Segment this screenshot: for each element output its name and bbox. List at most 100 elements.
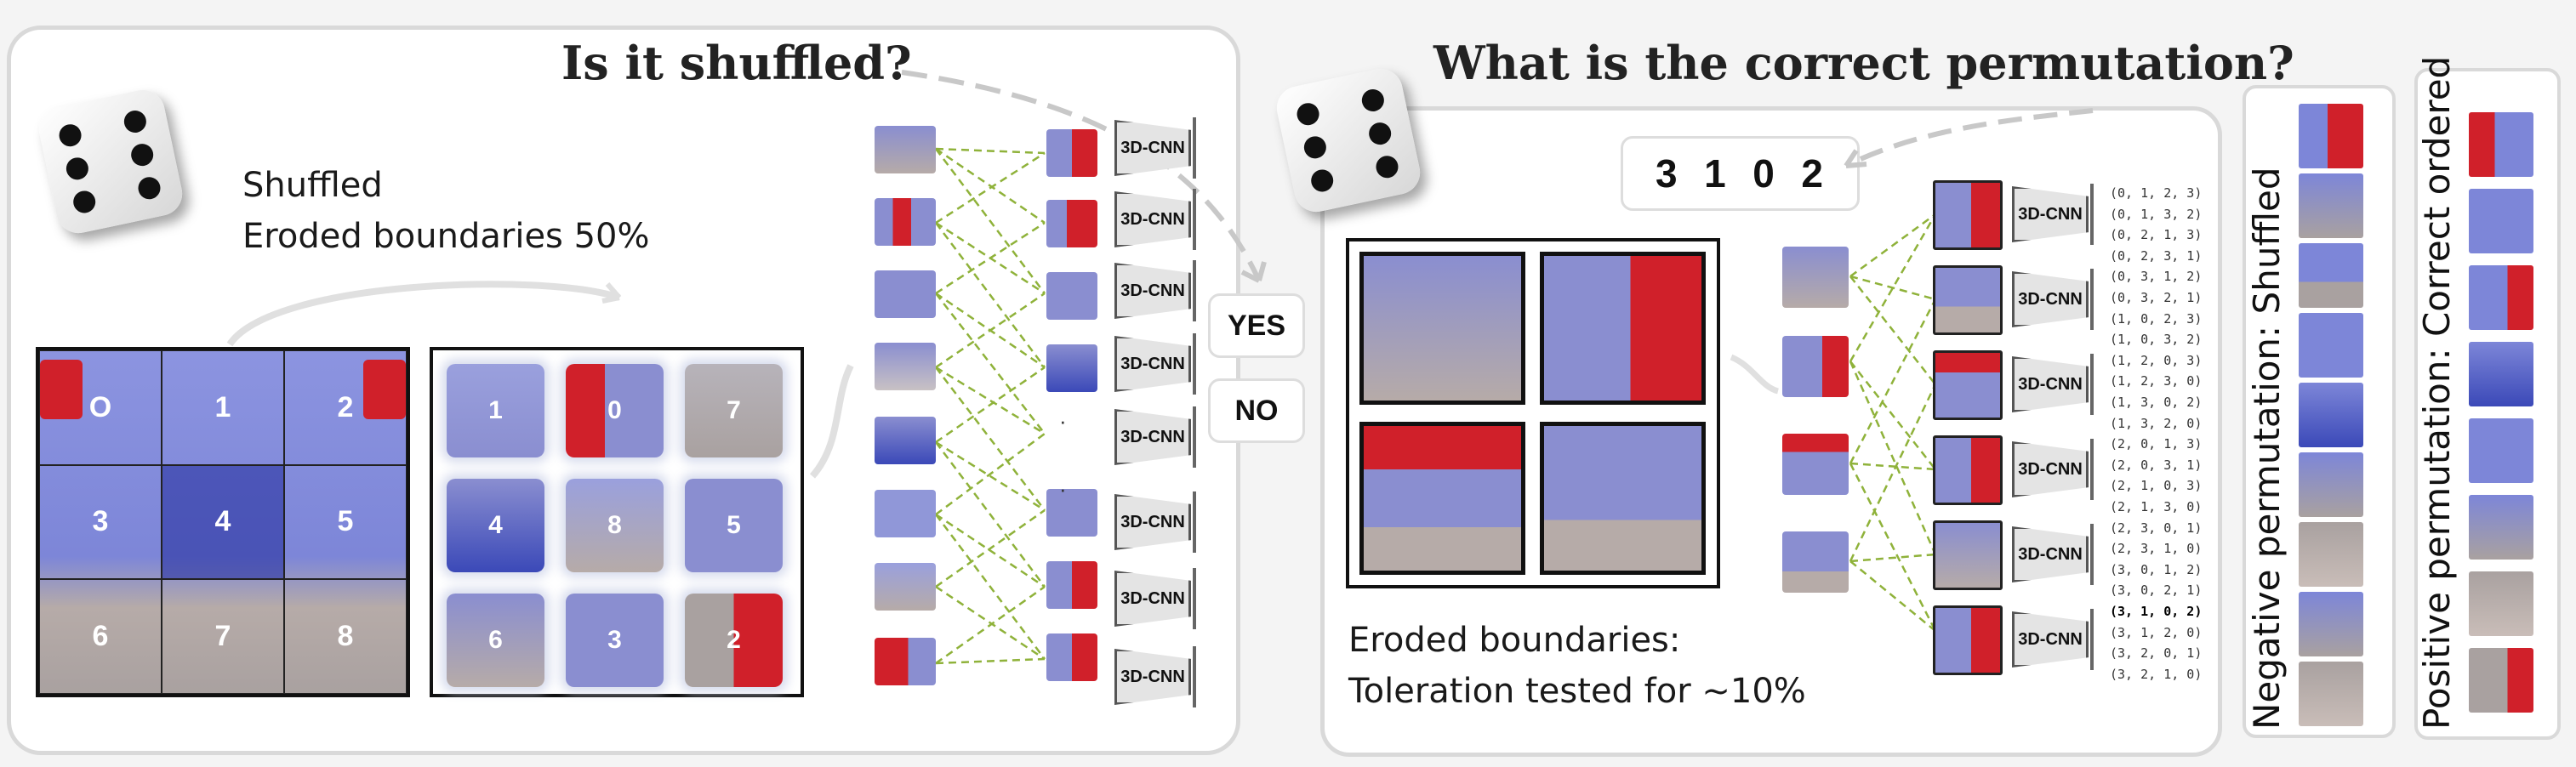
frame-thumb <box>1782 434 1849 495</box>
sequence-frame <box>2469 112 2533 177</box>
grid-cell: 7 <box>162 579 284 694</box>
permutation-item: (3, 1, 2, 0) <box>2110 624 2203 640</box>
permutation-item: (2, 3, 1, 0) <box>2110 541 2203 557</box>
frame-stack <box>1933 180 2003 250</box>
patch-thumb <box>875 270 936 318</box>
permutation-item: (2, 3, 0, 1) <box>2110 520 2203 536</box>
positive-frame-strip <box>2469 112 2533 724</box>
sequence-frame <box>2299 313 2363 378</box>
frame-stack <box>1933 265 2003 335</box>
frame-thumb <box>1782 336 1849 397</box>
patch-thumb <box>1046 489 1097 537</box>
sequence-frame <box>2299 104 2363 168</box>
sequence-frame <box>2299 522 2363 587</box>
patch-thumb <box>1046 344 1097 392</box>
permutation-item: (1, 0, 2, 3) <box>2110 310 2203 327</box>
sequence-frame <box>2299 592 2363 656</box>
patch-thumb <box>1046 200 1097 247</box>
grid-cell: 6 <box>39 579 162 694</box>
sequence-frame <box>2299 383 2363 447</box>
permutation-item: (3, 2, 1, 0) <box>2110 666 2203 682</box>
grid-cell: 8 <box>284 579 407 694</box>
sequence-frame <box>2469 265 2533 330</box>
grid-cell: 5 <box>284 464 407 580</box>
cnn-block: 3D-CNN <box>1114 646 1196 707</box>
patch-thumb <box>1046 272 1097 320</box>
ellipsis-dots: · <box>1059 476 1067 502</box>
negative-frame-strip <box>2299 104 2363 733</box>
permutation-item: (0, 1, 3, 2) <box>2110 206 2203 222</box>
permutation-item: (0, 3, 1, 2) <box>2110 269 2203 285</box>
cnn-block: 3D-CNN <box>1114 189 1196 250</box>
negative-permutation-label: Negative permutation: Shuffled <box>2246 167 2288 730</box>
permutation-item: (3, 0, 2, 1) <box>2110 582 2203 599</box>
cnn-block: 3D-CNN <box>1114 406 1196 468</box>
shuffled-tile: 1 <box>447 364 544 457</box>
permutation-question-title: What is the correct permutation? <box>1433 36 2294 90</box>
frame-stack <box>1933 350 2003 420</box>
permutation-item: (0, 3, 2, 1) <box>2110 290 2203 305</box>
sequence-frame <box>2299 243 2363 308</box>
grid-cell: O <box>39 350 162 465</box>
permutation-item: (1, 3, 2, 0) <box>2110 415 2203 431</box>
shuffled-status-label: Shuffled <box>242 166 383 205</box>
grid-cell: 2 <box>284 350 407 465</box>
shuffled-tile: 7 <box>685 364 783 457</box>
grid-cell: 4 <box>162 464 284 580</box>
permutation-item: (3, 1, 0, 2) <box>2110 604 2203 619</box>
permutation-item: (1, 2, 0, 3) <box>2110 352 2203 368</box>
cnn-block: 3D-CNN <box>1114 491 1196 553</box>
shuffled-tile: 5 <box>685 479 783 572</box>
patch-thumb <box>875 343 936 390</box>
eroded-boundaries-heading: Eroded boundaries: <box>1348 621 1681 660</box>
patch-thumb <box>875 638 936 685</box>
permutation-list: (0, 1, 2, 3)(0, 1, 3, 2)(0, 2, 1, 3)(0, … <box>2110 185 2205 696</box>
frame-thumb <box>1782 247 1849 308</box>
ellipsis-dots: · <box>1059 408 1067 434</box>
cnn-block: 3D-CNN <box>2012 609 2094 670</box>
sequence-frame <box>2299 452 2363 517</box>
cnn-block: 3D-CNN <box>1114 117 1196 179</box>
permutation-item: (0, 2, 3, 1) <box>2110 247 2203 264</box>
frame-stack <box>1933 605 2003 675</box>
sequence-frame <box>2469 648 2533 713</box>
positive-permutation-label: Positive permutation: Correct ordered <box>2416 55 2458 730</box>
patch-thumb <box>1046 561 1097 609</box>
sequence-frame <box>2469 571 2533 636</box>
permutation-item: (3, 0, 1, 2) <box>2110 561 2203 577</box>
original-frame-grid: O 1 2 3 4 5 6 7 8 <box>36 347 410 697</box>
permutation-item: (2, 0, 1, 3) <box>2110 436 2203 452</box>
shuffled-tile: 3 <box>566 594 664 687</box>
grid-cell: 1 <box>162 350 284 465</box>
patch-thumb <box>875 126 936 173</box>
cnn-block: 3D-CNN <box>2012 354 2094 415</box>
cnn-block: 3D-CNN <box>1114 260 1196 321</box>
shuffled-tile: 2 <box>685 594 783 687</box>
permutation-item: (0, 1, 2, 3) <box>2110 185 2203 201</box>
frame-stack <box>1933 435 2003 505</box>
permutation-item: (1, 3, 0, 2) <box>2110 395 2203 410</box>
patch-thumb <box>875 490 936 537</box>
cnn-block: 3D-CNN <box>2012 184 2094 245</box>
patch-thumb <box>1046 633 1097 681</box>
yes-answer-box: YES <box>1208 293 1305 358</box>
shuffled-tile: 6 <box>447 594 544 687</box>
shuffled-tile: 0 <box>566 364 664 457</box>
sequence-frame <box>2469 189 2533 253</box>
toleration-label: Toleration tested for ~10% <box>1348 672 1806 711</box>
grid-cell: 3 <box>39 464 162 580</box>
permutation-item: (3, 2, 0, 1) <box>2110 645 2203 662</box>
frame-tile <box>1540 252 1706 405</box>
shuffle-question-title: Is it shuffled? <box>561 36 912 90</box>
frame-thumb <box>1782 531 1849 593</box>
sequence-frame <box>2469 418 2533 483</box>
patch-thumb <box>875 417 936 464</box>
sequence-frame <box>2299 662 2363 726</box>
no-answer-box: NO <box>1208 378 1305 443</box>
sequence-frame <box>2469 342 2533 406</box>
frame-tile <box>1359 422 1525 575</box>
cnn-block: 3D-CNN <box>1114 568 1196 629</box>
sequence-frame <box>2299 173 2363 238</box>
